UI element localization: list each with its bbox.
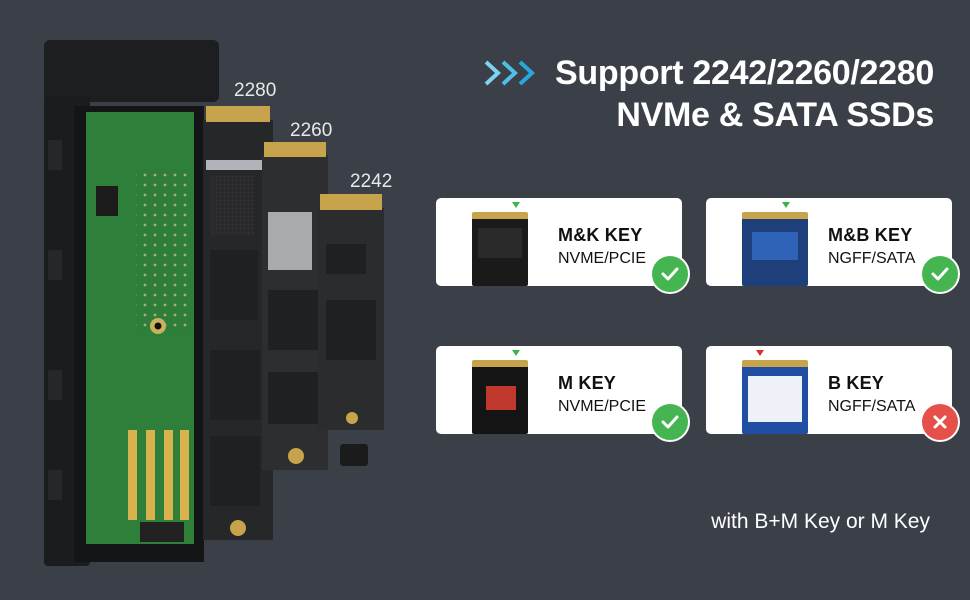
ssd-thumbnail bbox=[742, 212, 808, 286]
size-label-2260: 2260 bbox=[290, 120, 333, 141]
card-subtitle: NVME/PCIE bbox=[558, 250, 647, 267]
card-subtitle: NVME/PCIE bbox=[558, 398, 647, 415]
check-icon bbox=[650, 402, 690, 442]
ssd-2260 bbox=[262, 142, 328, 470]
ssd-2280 bbox=[203, 106, 273, 540]
card-subtitle: NGFF/SATA bbox=[828, 250, 916, 267]
card-title: M&B KEY bbox=[828, 225, 913, 245]
card-title: B KEY bbox=[828, 373, 885, 393]
key-card-b: B KEY NGFF/SATA bbox=[706, 346, 960, 442]
key-card-m: M KEY NVME/PCIE bbox=[436, 346, 690, 442]
card-title: M&K KEY bbox=[558, 225, 643, 245]
ssd-thumbnail bbox=[742, 360, 808, 434]
ssd-thumbnail bbox=[472, 212, 528, 286]
chevrons-icon bbox=[483, 58, 543, 88]
key-marker-icon bbox=[756, 350, 764, 356]
card-subtitle: NGFF/SATA bbox=[828, 398, 916, 415]
compatibility-footnote: with B+M Key or M Key bbox=[711, 510, 930, 533]
key-card-mk: M&K KEY NVME/PCIE bbox=[436, 198, 690, 294]
check-icon bbox=[650, 254, 690, 294]
enclosure-pcb bbox=[86, 112, 194, 544]
key-marker-icon bbox=[512, 350, 520, 356]
card-title: M KEY bbox=[558, 373, 617, 393]
key-marker-icon bbox=[512, 202, 520, 208]
ssd-2242 bbox=[318, 194, 384, 466]
cross-icon bbox=[920, 402, 960, 442]
ssd-enclosure-illustration bbox=[44, 40, 384, 566]
check-icon bbox=[920, 254, 960, 294]
key-marker-icon bbox=[782, 202, 790, 208]
key-card-mb: M&B KEY NGFF/SATA bbox=[706, 198, 960, 294]
headline-line2: NVMe & SATA SSDs bbox=[616, 96, 934, 134]
size-label-2280: 2280 bbox=[234, 80, 277, 101]
size-label-2242: 2242 bbox=[350, 171, 393, 192]
ssd-thumbnail bbox=[472, 360, 528, 434]
headline: Support 2242/2260/2280 NVMe & SATA SSDs bbox=[483, 52, 934, 136]
headline-line1: Support 2242/2260/2280 bbox=[555, 54, 934, 92]
